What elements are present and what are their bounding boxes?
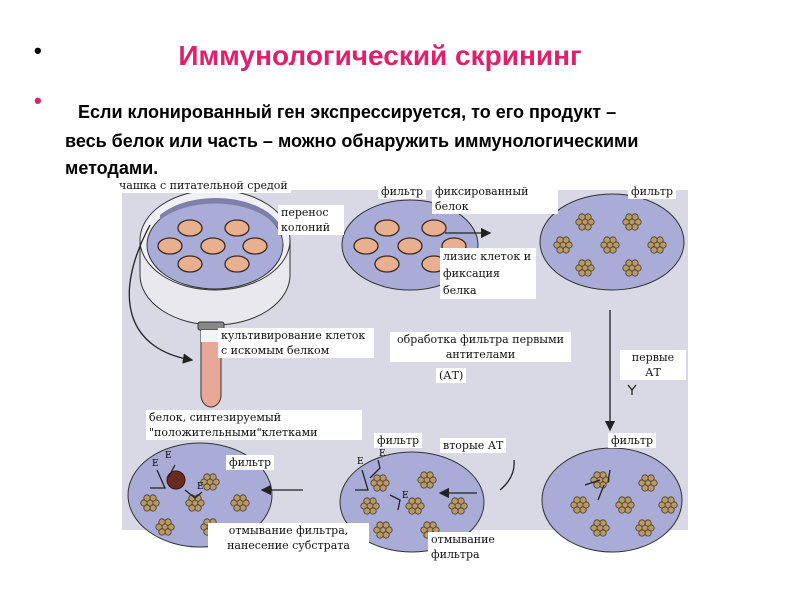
label-filter: фильтр [608,433,657,448]
filter-fixed-protein [539,193,685,291]
label-positive-protein: белок, синтезируемый "положительными"кле… [146,410,362,440]
label-first-at: первые АТ [620,350,686,380]
bullet: • [34,88,42,113]
label-cultivation: культивирование клеток с искомым белком [218,328,374,358]
label-filter: фильтр [374,433,423,448]
label-filter: фильтр [628,184,677,199]
enzyme-mark: E [402,491,409,501]
label-filter: фильтр [378,184,427,199]
label-dish: чашка с питательной средой [116,178,291,193]
enzyme-mark: E [357,457,364,467]
enzyme-mark: E [379,449,386,459]
enzyme-mark: E [165,451,172,461]
label-wash: отмывание фильтра [428,532,519,562]
slide-title: Иммунологический скрининг [178,40,582,71]
body-text-line: методами. [65,158,159,178]
enzyme-mark: E [197,482,204,492]
filter-first-antibody [541,447,683,553]
label-fixed-protein: фиксированный белок [432,184,558,214]
bullet: • [34,38,42,63]
filter-second-antibody: E E E [339,449,485,553]
petri-dish [139,189,291,326]
body-text-line: Если клонированный ген экспрессируется, … [78,102,617,122]
enzyme-mark: E [152,459,159,469]
body-text-line: весь белок или часть – можно обнаружить … [65,131,639,151]
label-filter: фильтр [226,455,275,470]
test-tube [197,321,225,408]
label-at: (АТ) [436,368,467,383]
label-treatment: обработка фильтра первыми антителами [390,332,571,362]
label-transfer: перенос колоний [278,205,344,235]
label-second-at: вторые АТ [440,438,507,453]
label-wash-substrate: отмывание фильтра, нанесение субстрата [208,523,369,553]
flow-arrows [128,224,637,499]
label-lysis: лизис клеток и фиксация белка [440,248,536,299]
